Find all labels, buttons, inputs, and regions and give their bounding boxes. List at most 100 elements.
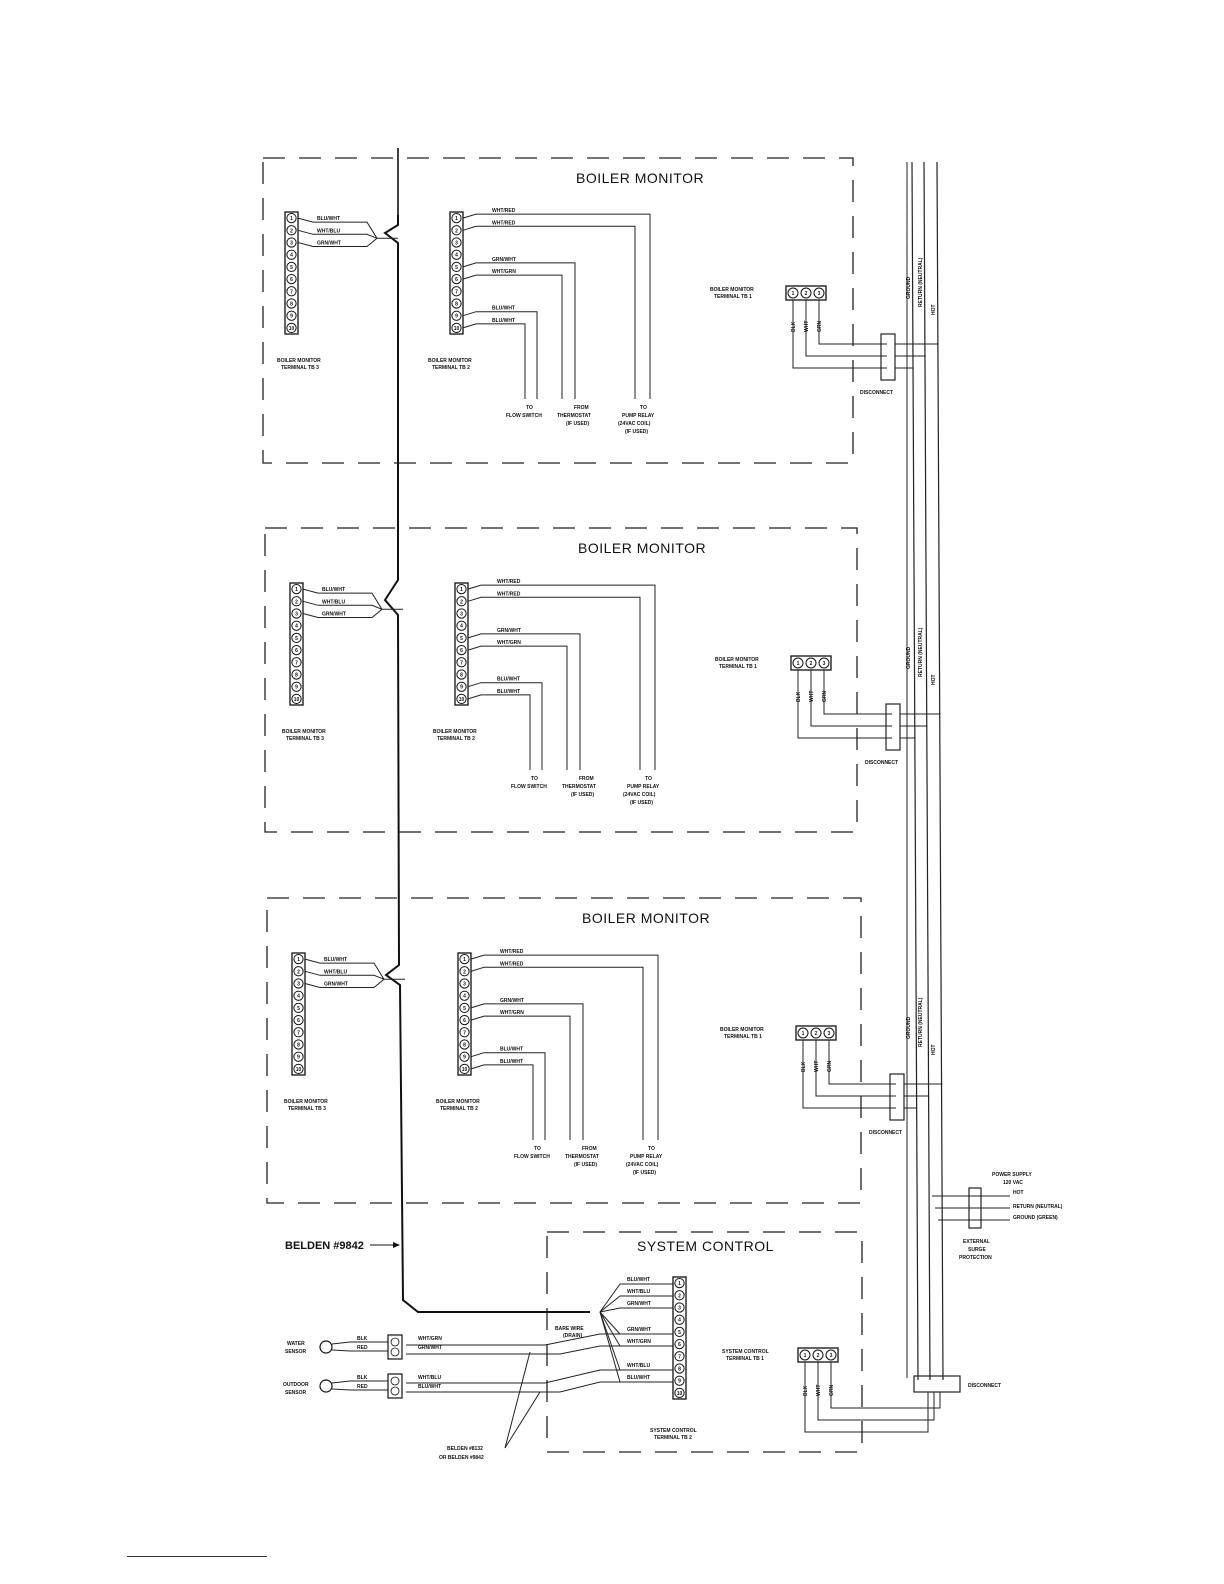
terminal-strip-tb1-terminal (818, 657, 830, 669)
terminal-strip-tb3-terminal (286, 310, 297, 321)
power-bus-label: GROUND (906, 276, 912, 299)
pump-relay-label-3: (24VAC COIL) (618, 421, 651, 427)
tb1-wire-color: GRN (817, 321, 823, 333)
belden-main-callout: BELDEN #9842 (285, 1240, 400, 1252)
terminal-strip-tb2-terminal (456, 596, 467, 607)
tb3-wire-color: WHT/BLU (317, 228, 340, 234)
terminal-strip-tb2-terminal (451, 310, 462, 321)
tb1-label-line2: TERMINAL TB 1 (719, 664, 757, 670)
terminal-strip-tb2-terminal-number: 4 (460, 624, 463, 630)
terminal-strip-tb2-terminal-number: 10 (462, 1067, 468, 1073)
pump-relay-label-1: TO (640, 405, 647, 411)
terminal-strip-tb3-terminal (291, 644, 302, 656)
terminal-strip-tb2-terminal (459, 1014, 470, 1026)
sys-tb1-label-line1: SYSTEM CONTROL (722, 1349, 769, 1355)
system-control-enclosure (546, 1231, 863, 1453)
belden-main-label: BELDEN #9842 (285, 1240, 364, 1252)
disconnect-block (885, 703, 901, 751)
tb3-wire-color: GRN/WHT (317, 241, 341, 247)
terminal-strip-tb3-terminal (291, 669, 302, 680)
terminal-strip-tb3-terminal-number: 1 (295, 587, 298, 593)
system-tb1-wire-color: GRN (829, 1385, 835, 1397)
power-bus-line-1 (911, 161, 919, 1381)
power-supply-label-2: 120 VAC (1003, 1180, 1023, 1186)
tb2-wire-color: BLU/WHT (500, 1059, 523, 1065)
tb2-label-line2: TERMINAL TB 2 (440, 1106, 478, 1112)
system-tb2-wire-color: WHT/GRN (627, 1339, 651, 1345)
system-tb2-wire-color: BLU/WHT (627, 1277, 650, 1283)
disconnect-block-system (913, 1375, 961, 1393)
tb2-label-line1: BOILER MONITOR (436, 1099, 480, 1105)
tb2-wire-color: WHT/GRN (497, 640, 521, 646)
terminal-strip-tb2-terminal-number: 1 (463, 957, 466, 963)
terminal-strip-tb2-terminal (459, 966, 470, 977)
tb2-wire-color: BLU/WHT (497, 689, 520, 695)
terminal-strip-tb3-terminal (286, 286, 297, 297)
terminal-strip-tb3-terminal-number: 10 (294, 697, 300, 703)
tb1-wire-color: WHT (804, 321, 810, 332)
sensor-wire-color: BLK (357, 1336, 368, 1342)
system-terminal-strip-tb2-terminal-number: 3 (678, 1306, 681, 1312)
tb2-wire (470, 1015, 571, 1140)
outdoor-sensor-label-1: OUTDOOR (283, 1382, 309, 1388)
sensor-bulb-icon (319, 1340, 333, 1354)
thermostat-label-1: FROM (574, 405, 589, 411)
terminal-strip-tb2-terminal-number: 4 (455, 253, 458, 259)
tb2-wire-color: WHT/RED (497, 591, 521, 597)
terminal-strip-tb2-terminal (459, 990, 470, 1001)
terminal-strip-tb1-terminal-number: 3 (823, 661, 826, 667)
terminal-strip-tb3-terminal (291, 608, 302, 619)
system-tb2-wire-color: GRN/WHT (627, 1327, 651, 1333)
terminal-strip-tb3-terminal (293, 1014, 304, 1026)
tb3-wire (302, 600, 383, 610)
tb2-label-line2: TERMINAL TB 2 (432, 365, 470, 371)
terminal-strip-tb3-terminal (291, 632, 302, 644)
tb2-wire (462, 213, 651, 399)
terminal-strip-tb3-terminal-number: 5 (295, 636, 298, 642)
terminal-strip-tb2-terminal-number: 5 (455, 265, 458, 271)
sensor-wire-color: BLK (357, 1375, 368, 1381)
tb1-wire (828, 1040, 896, 1085)
system-tb1-wire (830, 1362, 941, 1409)
pump-relay-label-2: PUMP RELAY (622, 413, 655, 419)
power-hot-label: HOT (1013, 1190, 1024, 1196)
tb2-wire-color: WHT/RED (500, 949, 524, 955)
disconnect-label: DISCONNECT (869, 1130, 902, 1136)
system-terminal-strip-tb2-terminal-number: 5 (678, 1330, 681, 1336)
boiler-monitor-title: BOILER MONITOR (578, 540, 706, 556)
terminal-strip-tb2-terminal (459, 978, 470, 989)
tb1-wire-color: BLK (801, 1061, 807, 1072)
terminal-strip-tb1-terminal (792, 657, 804, 669)
system-terminal-strip-tb1-terminal-number: 2 (817, 1353, 820, 1359)
tb2-wire-color: WHT/RED (497, 579, 521, 585)
terminal-strip-tb2-terminal (459, 1063, 470, 1075)
terminal-strip-tb2-terminal-number: 9 (463, 1055, 466, 1061)
terminal-strip-tb3-terminal (293, 966, 304, 977)
tb3-label-line1: BOILER MONITOR (284, 1099, 328, 1105)
power-bus-label: GROUND (906, 646, 912, 669)
surge-label-1: EXTERNAL (963, 1239, 990, 1245)
terminal-strip-tb2-terminal-number: 5 (460, 636, 463, 642)
terminal-strip-tb3-terminal (293, 1039, 304, 1050)
footnote-rule (127, 1556, 267, 1557)
tb2-wire (462, 262, 576, 399)
power-supply-label-1: POWER SUPPLY (992, 1172, 1032, 1178)
terminal-strip-tb3-terminal (291, 681, 302, 692)
sensor-wire-hi (406, 1333, 673, 1346)
tb2-wire-color: BLU/WHT (492, 318, 515, 324)
terminal-strip-tb3-terminal-number: 6 (290, 277, 293, 283)
tb1-wire (810, 670, 892, 727)
system-tb1-wire (804, 1362, 929, 1433)
sensor-lead-2 (331, 1388, 388, 1391)
terminal-strip-tb2-terminal (456, 693, 467, 705)
pump-relay-label-2: PUMP RELAY (627, 784, 660, 790)
terminal-strip-tb2-terminal-number: 6 (460, 648, 463, 654)
boiler-monitor-title: BOILER MONITOR (582, 910, 710, 926)
tb2-wire-color: WHT/GRN (500, 1010, 524, 1016)
terminal-strip-tb3-terminal-number: 3 (295, 612, 298, 618)
boiler-monitor-enclosure (262, 157, 854, 464)
tb1-wire-color: GRN (827, 1061, 833, 1073)
terminal-strip-tb3-terminal-number: 4 (297, 994, 300, 1000)
tb1-wire (802, 1040, 896, 1109)
tb2-wire-color: GRN/WHT (497, 628, 521, 634)
